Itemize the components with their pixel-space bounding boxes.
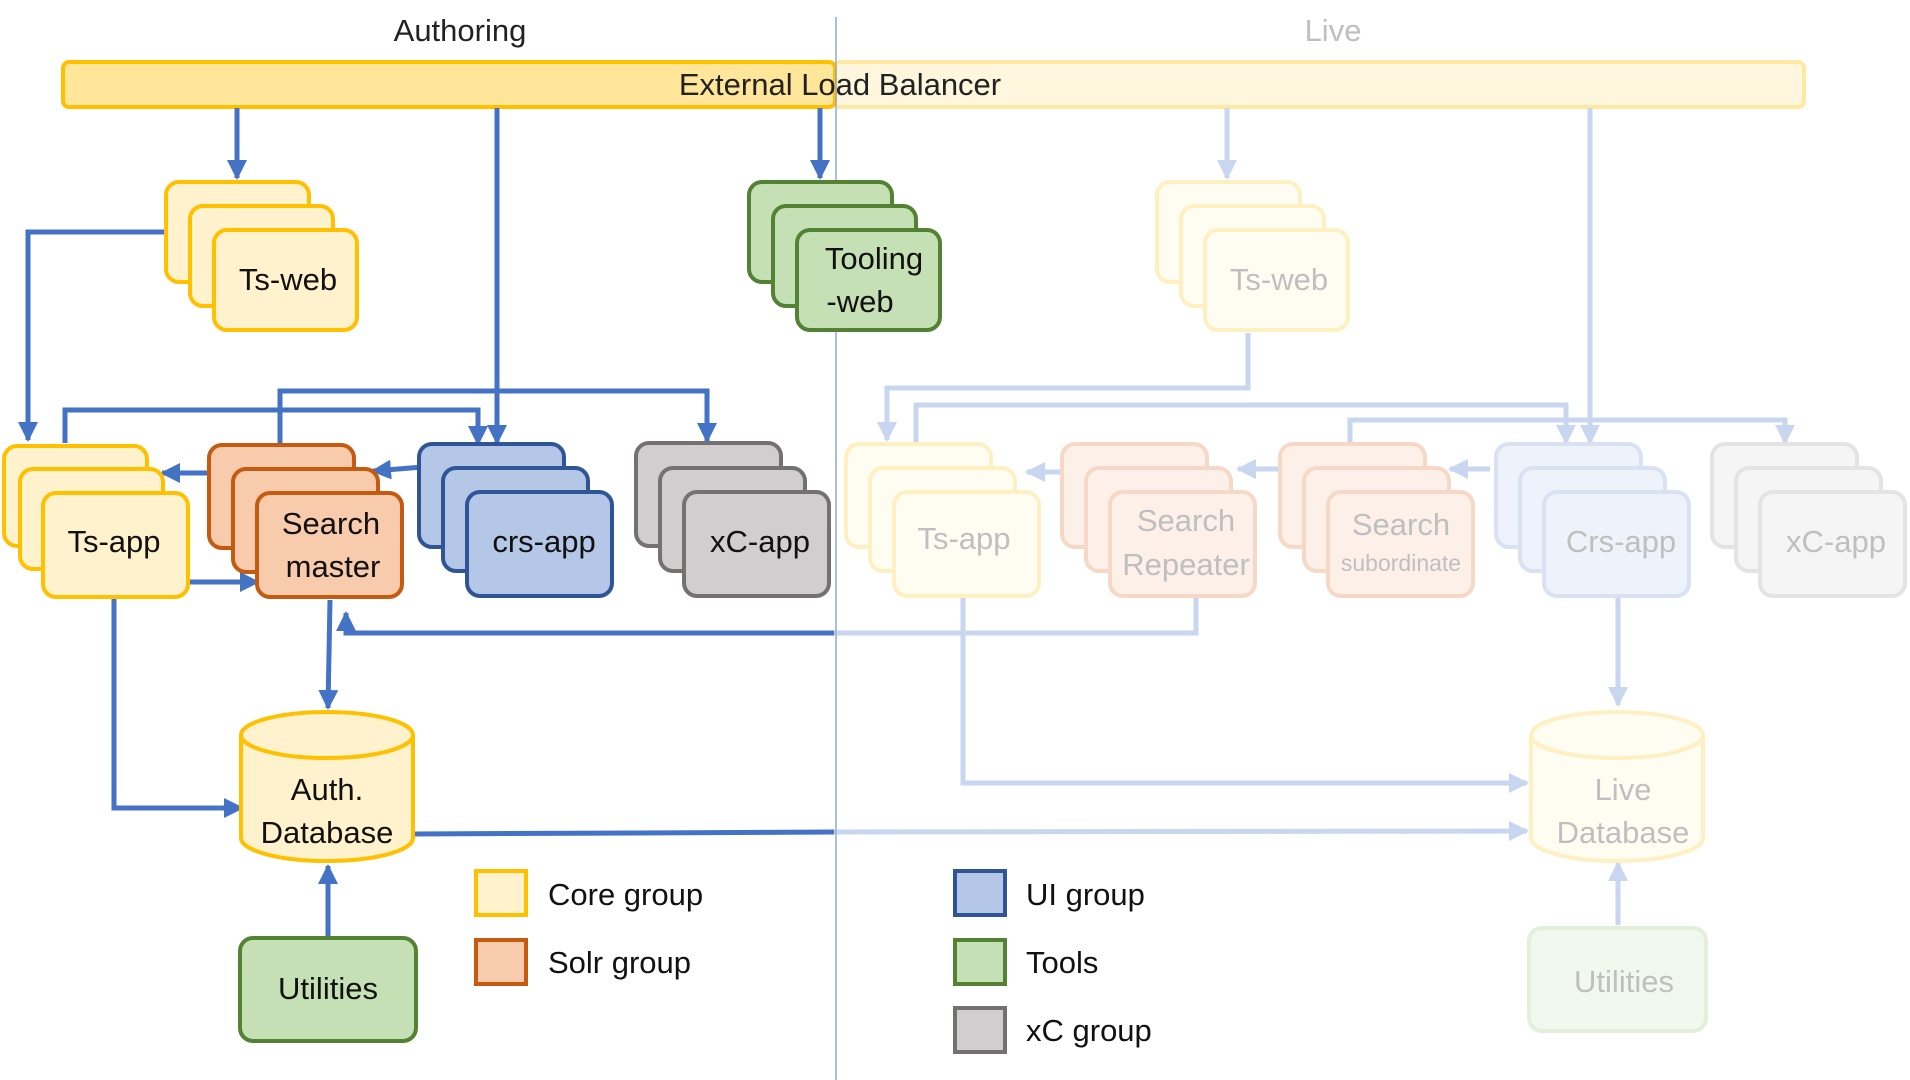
node-live-database: Live Database bbox=[1529, 710, 1705, 863]
node-crs-app: crs-app bbox=[417, 442, 614, 598]
legend-swatch-tools bbox=[953, 938, 1007, 986]
node-utilities: Utilities bbox=[238, 936, 418, 1043]
node-live-crs-app: Crs-app bbox=[1494, 442, 1691, 598]
node-live-search-subordinate-label-2: subordinate bbox=[1341, 550, 1461, 576]
node-live-ts-web: Ts-web bbox=[1155, 180, 1350, 332]
load-balancer-label: External Load Balancer bbox=[679, 67, 1001, 102]
legend: Core group Solr group UI group Tools xC … bbox=[474, 869, 1152, 1054]
legend-swatch-core bbox=[474, 869, 528, 917]
legend-label-core: Core group bbox=[548, 877, 703, 912]
node-auth-database-label-1: Auth. bbox=[291, 772, 363, 807]
node-ts-app-label: Ts-app bbox=[67, 524, 160, 559]
node-auth-database-label-2: Database bbox=[261, 815, 394, 850]
node-ts-web-label: Ts-web bbox=[239, 262, 337, 297]
node-xc-app-label: xC-app bbox=[710, 524, 810, 559]
authoring-connectors bbox=[18, 108, 835, 938]
legend-label-ui: UI group bbox=[1026, 877, 1145, 912]
node-tooling-web-label-1: Tooling bbox=[825, 241, 923, 276]
node-auth-database: Auth. Database bbox=[239, 710, 415, 863]
node-live-utilities-label: Utilities bbox=[1574, 964, 1674, 999]
section-title-live: Live bbox=[1305, 13, 1362, 48]
node-search-master-label-1: Search bbox=[282, 506, 380, 541]
node-live-database-label-2: Database bbox=[1557, 815, 1690, 850]
node-ts-app: Ts-app bbox=[2, 444, 190, 599]
node-tooling-web-label-2: -web bbox=[826, 284, 893, 319]
node-search-master-label-2: master bbox=[286, 549, 381, 584]
node-live-search-repeater: Search Repeater bbox=[1060, 442, 1257, 598]
node-live-ts-app-label: Ts-app bbox=[917, 521, 1010, 556]
node-crs-app-label: crs-app bbox=[492, 524, 595, 559]
node-live-utilities: Utilities bbox=[1527, 926, 1708, 1033]
node-ts-web: Ts-web bbox=[164, 180, 359, 332]
load-balancer-authoring-part bbox=[61, 60, 837, 109]
legend-swatch-solr bbox=[474, 938, 528, 986]
node-search-master: Search master bbox=[207, 443, 404, 599]
legend-label-tools: Tools bbox=[1026, 945, 1098, 980]
legend-label-solr: Solr group bbox=[548, 945, 691, 980]
node-live-search-repeater-label-2: Repeater bbox=[1122, 547, 1250, 582]
node-tooling-web: Tooling -web bbox=[747, 180, 942, 332]
node-live-search-subordinate-label-1: Search bbox=[1352, 507, 1450, 542]
node-live-xc-app: xC-app bbox=[1710, 442, 1907, 598]
legend-swatch-ui bbox=[953, 869, 1007, 917]
node-xc-app: xC-app bbox=[634, 441, 831, 598]
legend-swatch-xc bbox=[953, 1006, 1007, 1054]
node-utilities-label: Utilities bbox=[278, 971, 378, 1006]
node-live-crs-app-label: Crs-app bbox=[1566, 524, 1676, 559]
node-live-search-subordinate: Search subordinate bbox=[1278, 442, 1475, 598]
section-title-authoring: Authoring bbox=[394, 13, 527, 48]
node-live-database-label-1: Live bbox=[1595, 772, 1652, 807]
node-live-xc-app-label: xC-app bbox=[1786, 524, 1886, 559]
legend-label-xc: xC group bbox=[1026, 1013, 1152, 1048]
node-live-ts-app: Ts-app bbox=[844, 442, 1041, 598]
node-live-ts-web-label: Ts-web bbox=[1230, 262, 1328, 297]
node-live-search-repeater-label-1: Search bbox=[1137, 503, 1235, 538]
